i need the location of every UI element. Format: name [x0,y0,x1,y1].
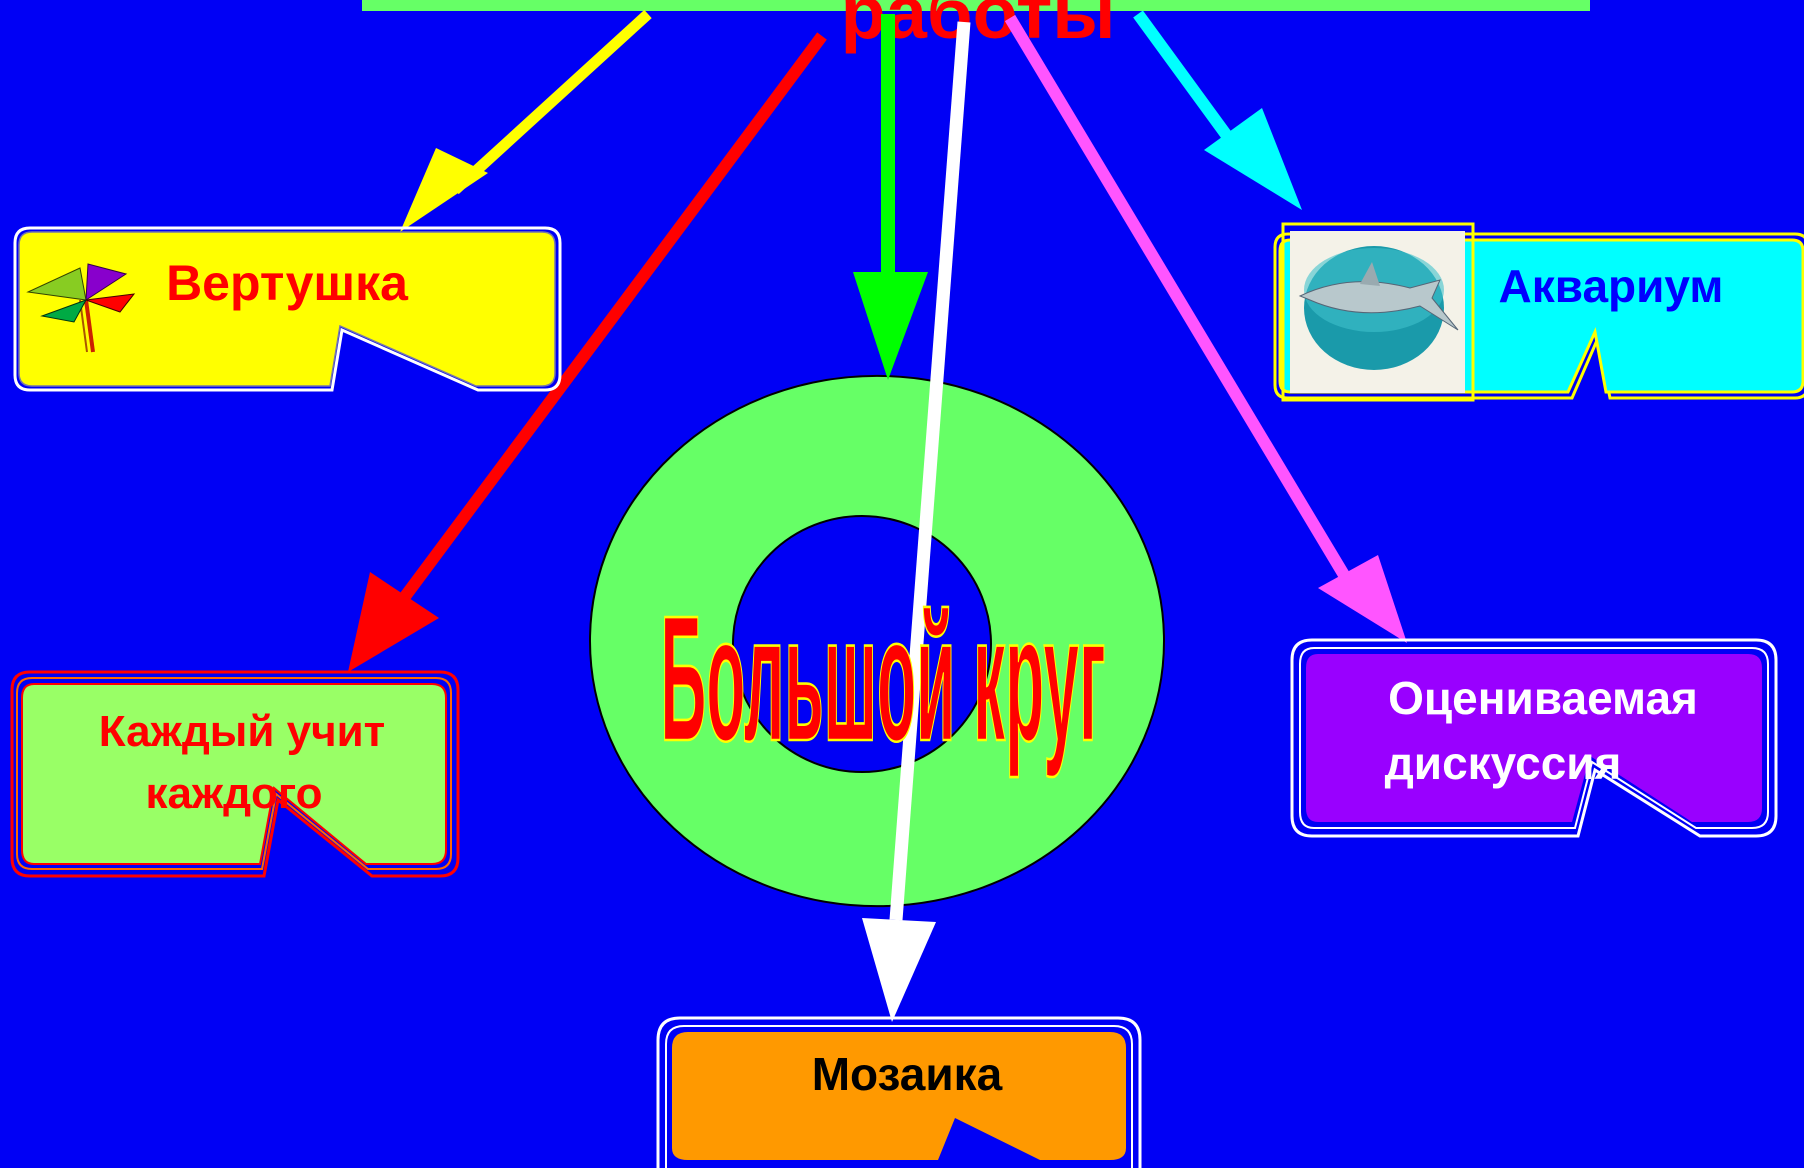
mozaika-label: Мозаика [812,1048,1003,1100]
callout-vertushka: Вертушка [13,226,562,392]
kazhdy-label-line1: Каждый учит [99,707,385,756]
akvarium-label: Аквариум [1499,260,1724,312]
arrow-yellow [400,9,652,232]
callout-akvarium: Аквариум [1273,222,1804,402]
callout-otsenivaemaya: Оцениваемая дискуссия [1290,638,1778,838]
pinwheel-icon [26,263,136,353]
vertushka-label: Вертушка [166,255,409,311]
header-bar [362,0,1590,11]
shark-aquarium-image [1281,222,1475,402]
callout-mozaika: Мозаика [656,1016,1142,1168]
arrow-pink [1004,14,1407,643]
otsenivaemaya-label-line2: дискуссия [1385,737,1622,789]
arrow-cyan [1133,10,1302,210]
kazhdy-label-line2: каждого [145,769,322,818]
center-ring [588,375,1166,907]
otsenivaemaya-label-line1: Оцениваемая [1388,672,1698,724]
center-label: Большой круг [660,579,1105,779]
arrow-white [862,21,971,1022]
callout-kazhdy: Каждый учит каждого [10,670,460,878]
arrow-red [348,32,827,672]
arrow-green [853,14,928,380]
